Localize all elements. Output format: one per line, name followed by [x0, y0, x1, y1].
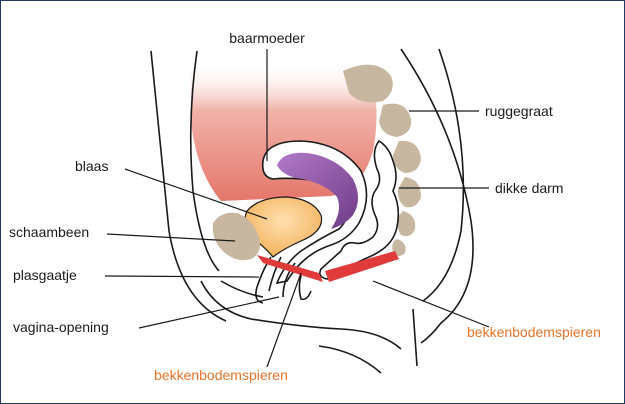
label-dikke-darm: dikke darm — [495, 180, 563, 196]
label-baarmoeder: baarmoeder — [229, 30, 305, 46]
muscle-band-left — [257, 255, 323, 282]
label-bekkenbodemspieren-bottom: bekkenbodemspieren — [154, 367, 288, 383]
leader-plasgaatje — [105, 276, 259, 277]
leader-muscle-right — [373, 281, 489, 327]
label-schaambeen: schaambeen — [9, 224, 89, 240]
label-bekkenbodemspieren-right: bekkenbodemspieren — [467, 324, 601, 340]
spine-vertebra — [379, 104, 411, 137]
spine-vertebra — [393, 141, 421, 173]
thigh-outline-back — [413, 309, 417, 366]
thigh-outline-front — [201, 281, 401, 349]
leader-vagina-opening — [139, 297, 279, 328]
leg-outline-lower — [319, 346, 381, 373]
spine-vertebra — [398, 177, 421, 207]
label-vagina-opening: vagina-opening — [13, 319, 109, 335]
label-ruggegraat: ruggegraat — [485, 103, 553, 119]
label-plasgaatje: plasgaatje — [13, 267, 77, 283]
back-outline-right — [423, 49, 463, 301]
spine-vertebra — [397, 211, 415, 236]
label-blaas: blaas — [75, 158, 108, 174]
